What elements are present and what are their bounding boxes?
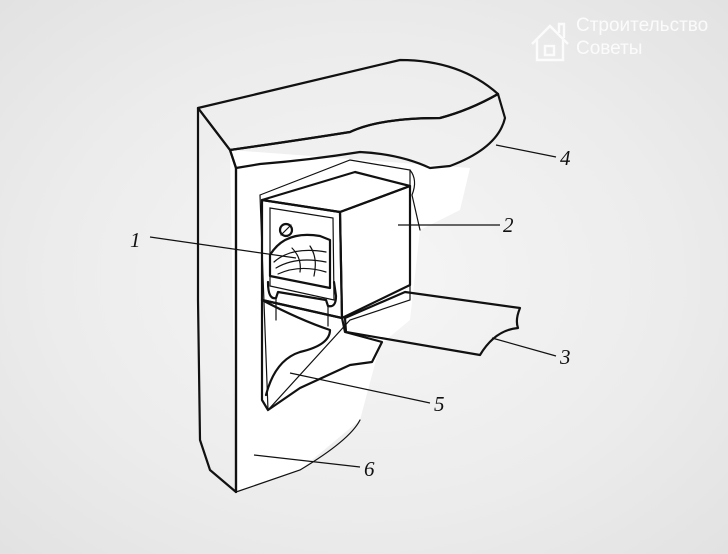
callout-2: 2 (503, 213, 514, 237)
leader-6 (253, 454, 361, 468)
wall-column-section (196, 106, 238, 494)
callout-5: 5 (434, 392, 445, 416)
cornice-profile (260, 298, 384, 412)
ceiling-panel (343, 290, 522, 357)
leader-5 (289, 372, 431, 404)
watermark-line-2: Советы (576, 38, 642, 59)
rail-cover-box (260, 170, 412, 320)
ceiling-slab (196, 58, 507, 170)
watermark-line-1: Строительство (576, 15, 708, 36)
callout-3: 3 (559, 345, 571, 369)
callout-6: 6 (364, 457, 375, 481)
leader-4 (495, 144, 557, 158)
leader-1 (149, 236, 297, 259)
watermark: Строительство Советы (531, 15, 708, 62)
house-logo-icon (531, 22, 569, 62)
callout-labels: 1 2 3 4 5 6 (130, 146, 571, 481)
leader-3 (491, 337, 557, 357)
wooden-rail-core (266, 233, 338, 327)
callout-4: 4 (560, 146, 571, 170)
callout-1: 1 (130, 228, 141, 252)
leader-lines (149, 144, 557, 468)
